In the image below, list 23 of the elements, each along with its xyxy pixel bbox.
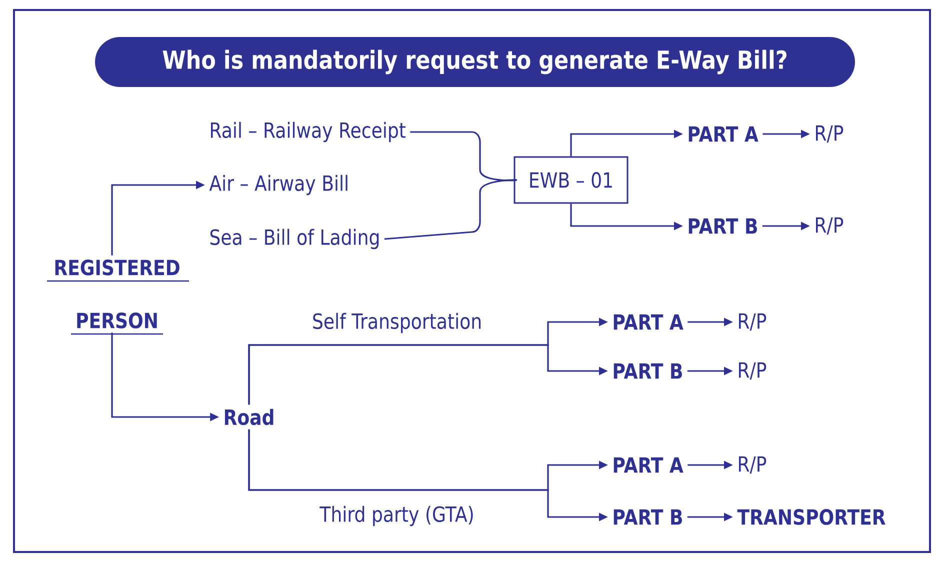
result-text: R/P bbox=[738, 313, 766, 331]
edge-label: Self Transportation bbox=[310, 310, 484, 336]
result-text: R/P bbox=[816, 125, 844, 143]
part-text: PART B bbox=[688, 218, 757, 234]
part-text: PART B bbox=[614, 363, 682, 379]
document-box: EWB – 01 bbox=[514, 156, 628, 204]
mode-text: Sea – Bill of Lading bbox=[210, 228, 379, 250]
result-text: R/P bbox=[816, 217, 844, 235]
heading-text: REGISTERED PERSON bbox=[47, 260, 189, 335]
edge-label: Third party (GTA) bbox=[318, 504, 476, 528]
part-text: PART A bbox=[614, 314, 684, 330]
result-text: R/P bbox=[738, 456, 766, 474]
part-text: PART A bbox=[688, 126, 758, 142]
bracket bbox=[410, 131, 516, 182]
mode-text: Air – Airway Bill bbox=[209, 174, 348, 196]
title-banner: Who is mandatorily request to generate E-Way Bill? bbox=[95, 37, 855, 87]
part-text: PART B bbox=[614, 509, 682, 525]
result-text: TRANSPORTER bbox=[737, 509, 886, 525]
bracket bbox=[384, 179, 516, 240]
part-text: PART A bbox=[614, 457, 684, 473]
mode-text: Rail – Railway Receipt bbox=[210, 122, 406, 142]
result-text: R/P bbox=[738, 362, 766, 380]
mode-text: Road bbox=[224, 408, 274, 426]
